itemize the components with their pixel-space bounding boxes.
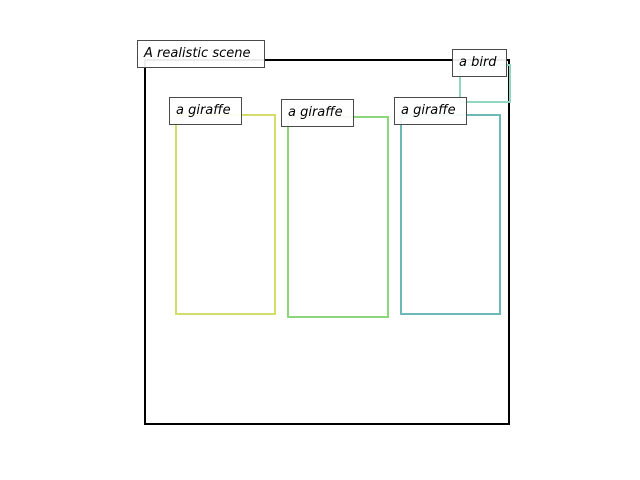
giraffe-label-3: a giraffe [394, 97, 467, 125]
scene-caption-label: A realistic scene [137, 40, 265, 68]
giraffe-bounding-box-3 [400, 114, 501, 315]
giraffe-label-1: a giraffe [169, 97, 242, 125]
bird-label: a bird [452, 49, 507, 77]
giraffe-bounding-box-2 [287, 116, 389, 318]
giraffe-bounding-box-1 [175, 114, 276, 315]
scene-frame [144, 59, 510, 425]
giraffe-label-2: a giraffe [281, 99, 354, 127]
